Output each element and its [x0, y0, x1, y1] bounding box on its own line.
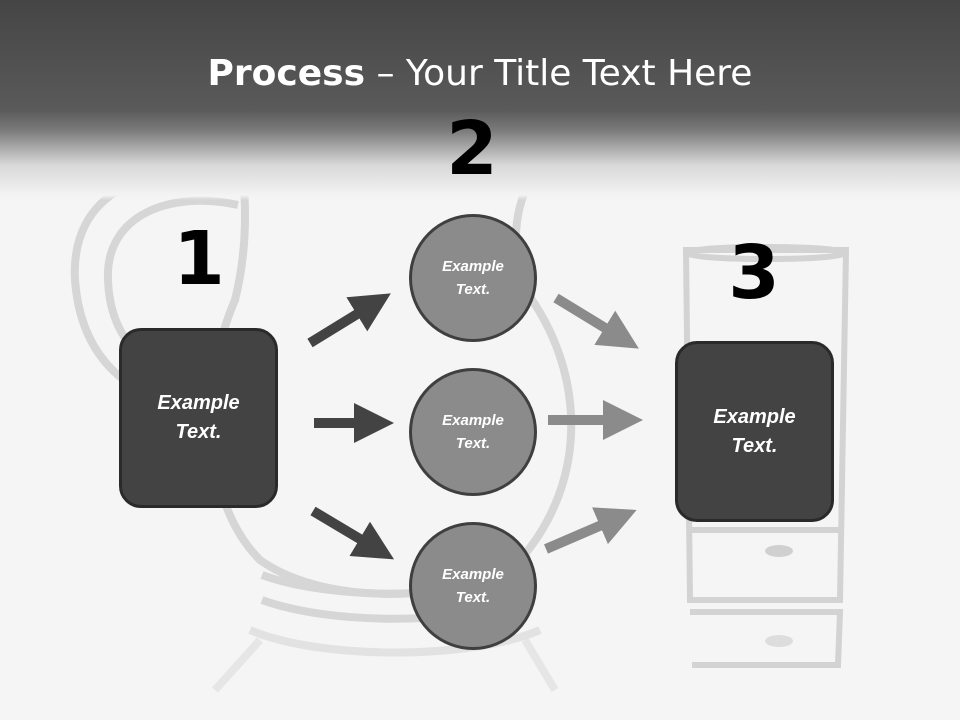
step-1-box: Example Text.	[119, 328, 278, 508]
arrow-2a-to-3	[553, 293, 639, 349]
step-number-2: 2	[446, 106, 498, 192]
step-number-1: 1	[173, 216, 225, 302]
step-2-circle-top: Example Text.	[409, 214, 537, 342]
arrow-2c-to-3	[544, 507, 637, 554]
arrow-1-to-2c	[310, 506, 395, 560]
slide-title: Process – Your Title Text Here	[0, 52, 960, 96]
title-separator: –	[365, 53, 406, 94]
step-3-label: Example Text.	[713, 405, 796, 457]
step-1-label: Example Text.	[157, 392, 240, 443]
step-2-circle-top-label: Example Text.	[442, 258, 504, 298]
step-2-circle-bottom-label: Example Text.	[442, 566, 504, 606]
step-3-box: Example Text.	[675, 341, 834, 522]
arrow-1-to-2a	[307, 293, 391, 348]
step-2-circle-middle-label: Example Text.	[442, 412, 504, 452]
step-2-circle-middle: Example Text.	[409, 368, 537, 496]
title-bold: Process	[207, 53, 366, 94]
header-band	[0, 0, 960, 200]
step-number-3: 3	[728, 230, 780, 316]
title-rest: Your Title Text Here	[405, 53, 753, 94]
step-2-circle-bottom: Example Text.	[409, 522, 537, 650]
